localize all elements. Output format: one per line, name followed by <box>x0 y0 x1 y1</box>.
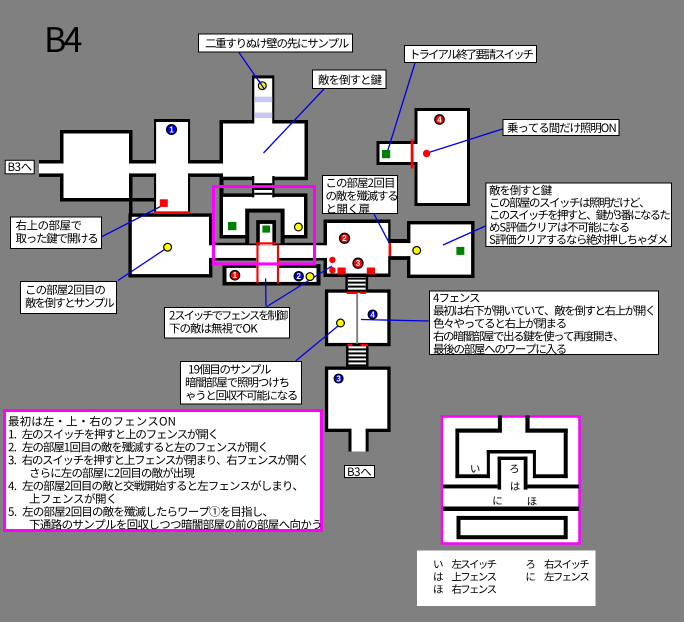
svg-text:1: 1 <box>169 125 174 134</box>
svg-text:2: 2 <box>342 234 347 243</box>
svg-text:2: 2 <box>296 272 301 281</box>
svg-text:3: 3 <box>336 374 341 383</box>
svg-text:4: 4 <box>437 115 442 124</box>
svg-text:1: 1 <box>233 271 238 280</box>
svg-text:4: 4 <box>370 310 375 319</box>
svg-text:3: 3 <box>356 259 361 268</box>
